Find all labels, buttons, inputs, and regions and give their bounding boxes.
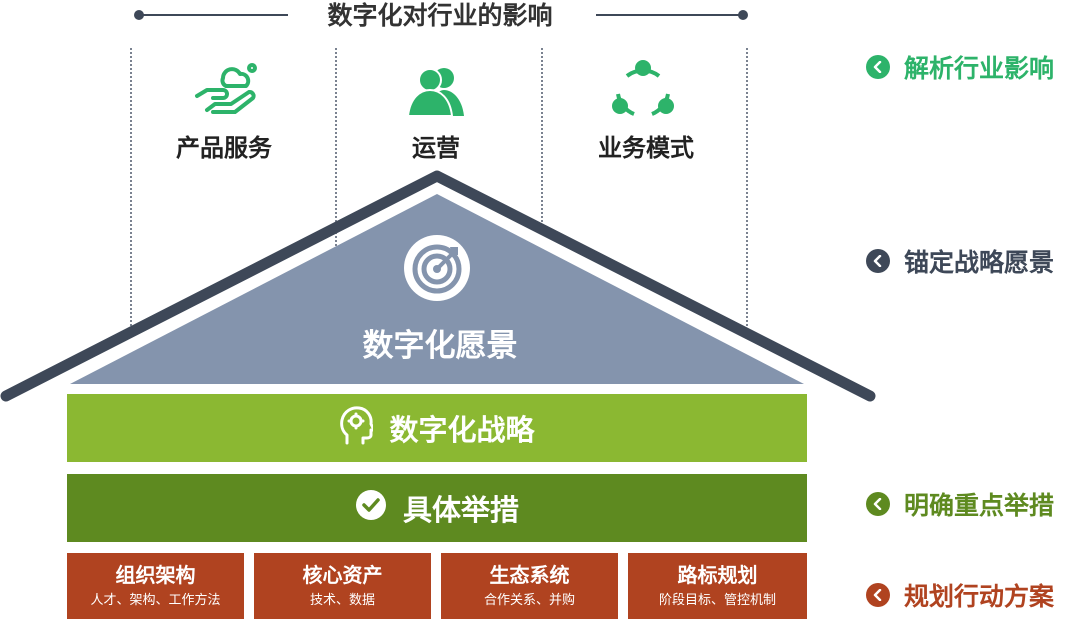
action-box-core-assets: 核心资产 技术、数据 <box>254 553 431 619</box>
side-step-label: 解析行业影响 <box>904 54 1055 83</box>
divider-line <box>746 48 748 326</box>
action-title: 路标规划 <box>677 563 758 587</box>
strategy-bar: 数字化战略 <box>67 394 807 462</box>
side-step-analyze: 解析行业影响 <box>866 50 1054 84</box>
header-left-dot <box>134 10 144 20</box>
hand-cloud-icon <box>193 54 261 118</box>
action-title: 生态系统 <box>489 563 570 587</box>
impact-label-business-model: 业务模式 <box>598 134 694 162</box>
action-box-roadmap: 路标规划 阶段目标、管控机制 <box>628 553 807 619</box>
action-subtitle: 人才、架构、工作方法 <box>90 593 221 608</box>
chevron-left-icon <box>866 492 890 516</box>
divider-line <box>335 48 337 246</box>
check-circle-icon <box>355 489 403 528</box>
side-step-label: 规划行动方案 <box>904 582 1055 611</box>
roof-outline <box>0 170 876 402</box>
action-subtitle: 合作关系、并购 <box>483 593 575 608</box>
action-title: 核心资产 <box>302 563 383 587</box>
header-right-dot <box>738 10 748 20</box>
action-title: 组织架构 <box>115 563 196 587</box>
impact-label-product: 产品服务 <box>176 134 272 162</box>
divider-line <box>541 48 543 222</box>
header-right-line <box>596 14 742 16</box>
vision-label: 数字化愿景 <box>362 328 518 364</box>
measures-label: 具体举措 <box>402 493 519 527</box>
action-box-organization: 组织架构 人才、架构、工作方法 <box>67 553 244 619</box>
action-subtitle: 技术、数据 <box>309 593 375 608</box>
side-step-anchor: 锚定战略愿景 <box>866 244 1054 278</box>
brain-head-icon <box>339 405 389 452</box>
action-box-ecosystem: 生态系统 合作关系、并购 <box>441 553 618 619</box>
side-step-plan: 规划行动方案 <box>866 578 1054 612</box>
impact-label-operation: 运营 <box>412 134 460 162</box>
header-left-line <box>140 14 288 16</box>
side-step-label: 锚定战略愿景 <box>904 248 1055 277</box>
chevron-left-icon <box>866 249 890 273</box>
strategy-label: 数字化战略 <box>389 413 535 447</box>
measures-bar: 具体举措 <box>67 474 807 542</box>
users-icon <box>406 66 466 116</box>
chevron-left-icon <box>866 55 890 79</box>
chevron-left-icon <box>866 583 890 607</box>
divider-line <box>130 48 132 326</box>
side-step-measures: 明确重点举措 <box>866 487 1054 521</box>
header-title: 数字化对行业的影响 <box>327 1 553 30</box>
action-subtitle: 阶段目标、管控机制 <box>658 593 776 608</box>
network-icon <box>610 58 676 120</box>
side-step-label: 明确重点举措 <box>904 491 1055 520</box>
target-icon <box>404 235 470 305</box>
